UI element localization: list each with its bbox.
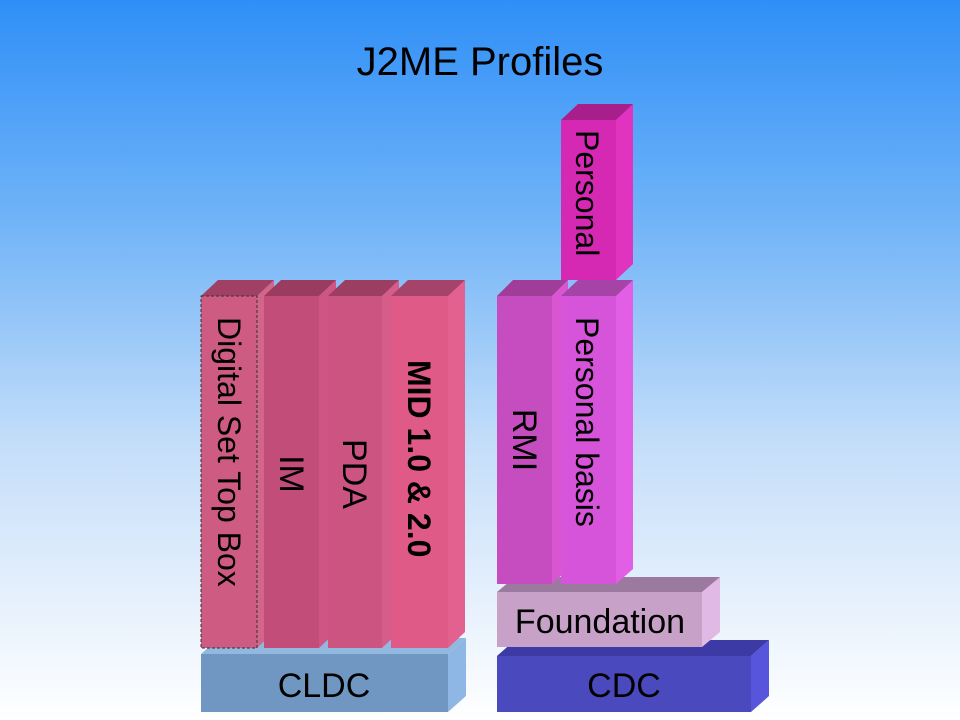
im-block: IM	[264, 280, 336, 648]
im-top	[264, 280, 336, 296]
pda-block: PDA	[328, 280, 399, 648]
personal-basis-side	[616, 280, 633, 584]
cldc-front	[201, 654, 448, 712]
mid-side	[448, 280, 465, 648]
rmi-top	[497, 280, 568, 296]
personal-label: Personal	[569, 130, 605, 256]
personal-basis-block: Personal basis	[561, 280, 633, 584]
cdc-front	[497, 656, 751, 712]
digital-set-top-box-block: Digital Set Top Box	[200, 280, 274, 649]
rmi-label: RMI	[505, 409, 543, 471]
cdc-block: CDC	[497, 640, 769, 712]
digital-set-top-box-label: Digital Set Top Box	[211, 317, 247, 587]
cdc-side	[751, 640, 769, 712]
digital-set-top-box-front	[200, 295, 258, 649]
personal-basis-top	[561, 280, 633, 296]
mid-block: MID 1.0 & 2.0	[391, 280, 465, 648]
mid-front	[391, 296, 448, 648]
foundation-label: Foundation	[515, 603, 685, 641]
personal-block: Personal	[561, 104, 633, 280]
foundation-block: Foundation	[497, 577, 720, 647]
cdc-label: CDC	[587, 667, 661, 705]
cldc-label: CLDC	[278, 667, 371, 705]
pda-top	[328, 280, 399, 296]
pda-front	[328, 296, 382, 648]
cldc-block: CLDC	[201, 638, 466, 712]
personal-basis-label: Personal basis	[569, 317, 605, 527]
pda-label: PDA	[335, 439, 373, 509]
rmi-front	[497, 296, 552, 584]
rmi-block: RMI	[497, 280, 568, 584]
personal-basis-front	[561, 296, 616, 584]
personal-side	[616, 104, 633, 280]
personal-front	[561, 120, 616, 280]
mid-top	[391, 280, 465, 296]
foundation-side	[702, 577, 720, 647]
digital-set-top-box-top	[201, 280, 274, 296]
cldc-side	[448, 638, 466, 712]
im-front	[264, 296, 319, 648]
slide-title: J2ME Profiles	[356, 40, 604, 84]
personal-top	[561, 104, 633, 120]
mid-label: MID 1.0 & 2.0	[401, 360, 437, 557]
foundation-front	[497, 592, 702, 647]
im-label: IM	[272, 455, 310, 493]
